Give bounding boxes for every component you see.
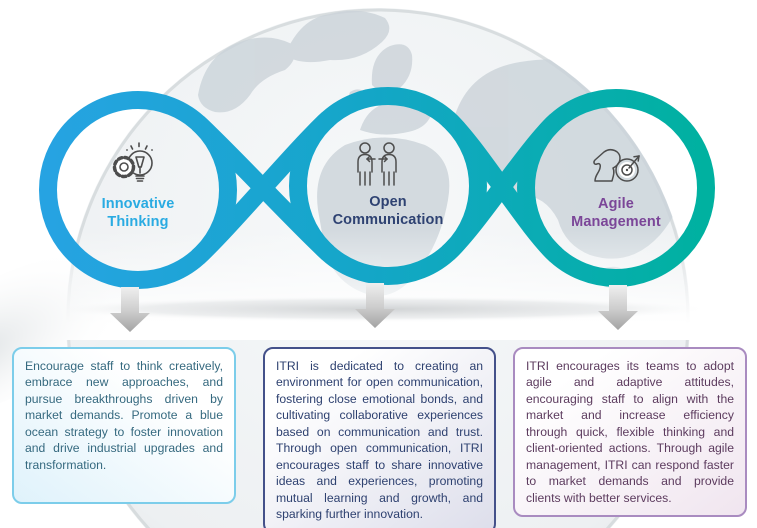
down-arrow	[355, 283, 395, 328]
infobox-text: Encourage staff to think creatively, emb…	[25, 359, 223, 472]
infobox-innovative-thinking: Encourage staff to think creatively, emb…	[12, 347, 236, 504]
infobox-text: ITRI is dedicated to creating an environ…	[276, 359, 483, 522]
ribbon-connector	[441, 114, 563, 260]
infinity-ribbon	[39, 87, 715, 289]
down-arrow	[598, 285, 638, 330]
infobox-text: ITRI encourages its teams to adopt agile…	[526, 359, 734, 505]
node-label-innovative-thinking: Innovative Thinking	[58, 195, 218, 231]
down-arrows	[110, 283, 638, 332]
ribbon-connector	[191, 112, 335, 264]
knight-target-icon	[588, 138, 644, 194]
corner-swoosh	[0, 253, 133, 417]
ribbon-loop-communication	[289, 87, 487, 285]
label-line: Agile	[598, 196, 634, 212]
ribbon-loop-innovative	[39, 91, 237, 289]
node-label-open-communication: Open Communication	[308, 193, 468, 229]
label-line: Management	[571, 214, 661, 231]
ribbon-loop-agile	[517, 89, 715, 287]
gear-lightbulb-icon	[110, 138, 166, 194]
label-line: Innovative	[101, 196, 175, 212]
label-line: Open	[369, 194, 407, 210]
infobox-open-communication: ITRI is dedicated to creating an environ…	[263, 347, 496, 528]
people-exchange-icon	[349, 136, 405, 192]
label-line: Thinking	[107, 214, 169, 231]
infobox-agile-management: ITRI encourages its teams to adopt agile…	[513, 347, 747, 518]
down-arrow	[110, 287, 150, 332]
label-line: Communication	[332, 212, 444, 229]
node-label-agile-management: Agile Management	[536, 195, 696, 231]
